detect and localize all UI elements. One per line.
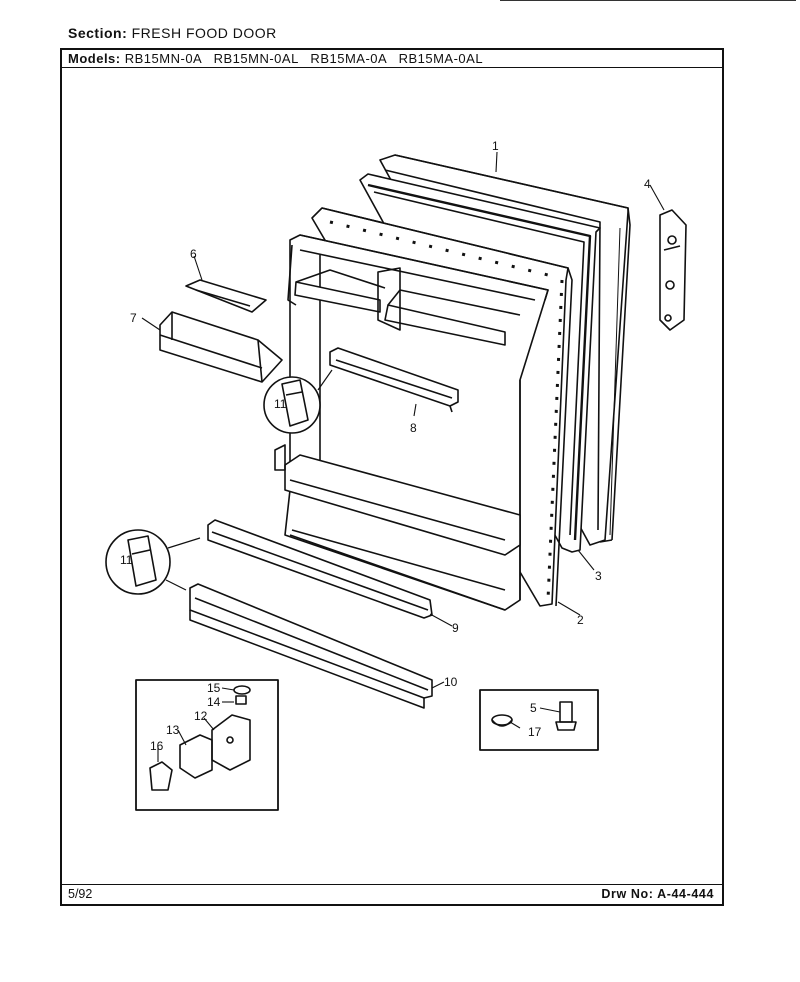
hardware-inset-box-2 bbox=[479, 689, 599, 751]
callout-14: 14 bbox=[207, 695, 221, 709]
callout-3: 3 bbox=[595, 569, 602, 583]
callout-1: 1 bbox=[492, 139, 499, 153]
callout-5: 5 bbox=[530, 701, 537, 715]
drawing-frame: Models: RB15MN-0A RB15MN-0AL RB15MA-0A R… bbox=[60, 48, 724, 906]
callout-11-lower: 11 bbox=[120, 553, 133, 567]
callout-17: 17 bbox=[528, 725, 542, 739]
callout-15: 15 bbox=[207, 681, 221, 695]
callout-11-upper: 11 bbox=[274, 397, 287, 411]
top-rule bbox=[500, 0, 796, 1]
callout-2: 2 bbox=[577, 613, 584, 627]
drawing-number: Drw No: A-44-444 bbox=[601, 887, 714, 901]
callout-6: 6 bbox=[190, 247, 197, 261]
detail-circle-11-lower bbox=[105, 529, 201, 595]
callout-8: 8 bbox=[410, 421, 417, 435]
callout-12: 12 bbox=[194, 709, 208, 723]
callout-13: 13 bbox=[166, 723, 180, 737]
detail-circle-11-upper bbox=[263, 369, 333, 434]
liner-body bbox=[274, 234, 549, 611]
callout-leaders bbox=[141, 151, 665, 762]
callout-7: 7 bbox=[130, 311, 137, 325]
models-list: RB15MN-0A RB15MN-0AL RB15MA-0A RB15MA-0A… bbox=[124, 51, 484, 66]
callout-4: 4 bbox=[644, 177, 651, 191]
revision-date: 5/92 bbox=[68, 887, 93, 901]
models-label: Models: bbox=[68, 51, 121, 66]
callout-10: 10 bbox=[444, 675, 458, 689]
models-row: Models: RB15MN-0A RB15MN-0AL RB15MA-0A R… bbox=[62, 50, 722, 68]
hinge-part-4 bbox=[659, 209, 687, 331]
section-value: FRESH FOOD DOOR bbox=[131, 25, 277, 41]
callout-9: 9 bbox=[452, 621, 459, 635]
section-label: Section: bbox=[68, 25, 128, 41]
footer-row: 5/92 Drw No: A-44-444 bbox=[62, 884, 722, 904]
shelf-bar-10 bbox=[189, 583, 433, 709]
hardware-inset-box bbox=[135, 679, 279, 811]
callout-16: 16 bbox=[150, 739, 164, 753]
callout-labels: 1 2 3 4 5 6 7 8 9 10 11 11 12 13 14 15 1… bbox=[120, 139, 651, 753]
dairy-door-6 bbox=[185, 279, 267, 313]
section-heading: Section: FRESH FOOD DOOR bbox=[68, 25, 277, 41]
dairy-compartment-7 bbox=[159, 311, 283, 383]
shelf-bar-8 bbox=[329, 347, 459, 413]
